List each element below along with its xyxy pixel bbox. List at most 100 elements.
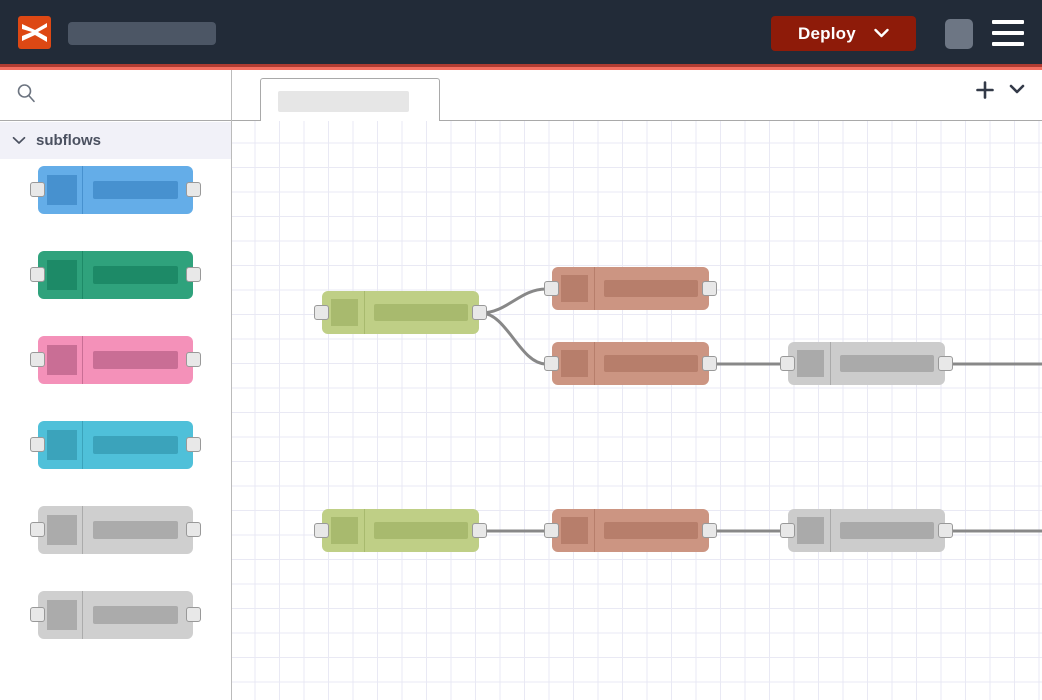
palette-node-label-placeholder: [93, 521, 178, 539]
flow-node-input-port[interactable]: [314, 305, 329, 320]
wire-green1-to-orange2[interactable]: [480, 311, 547, 366]
palette-node-5[interactable]: [30, 506, 201, 554]
flow-node-label-placeholder: [840, 355, 934, 372]
palette-node-list: [0, 166, 231, 676]
palette-node-output-port[interactable]: [186, 352, 201, 367]
palette-node-2[interactable]: [30, 251, 201, 299]
palette-node-output-port[interactable]: [186, 267, 201, 282]
plus-icon[interactable]: [976, 81, 994, 104]
palette-node-icon: [47, 260, 77, 290]
flow-node-output-port[interactable]: [702, 281, 717, 296]
palette-node-label-placeholder: [93, 436, 178, 454]
palette-node-input-port[interactable]: [30, 352, 45, 367]
flow-node-icon: [797, 350, 824, 377]
flow-tab-label-placeholder: [278, 91, 409, 112]
palette-node-output-port[interactable]: [186, 522, 201, 537]
flow-wires: [480, 287, 1042, 533]
flow-node-label-placeholder: [604, 280, 698, 297]
flow-node-input-port[interactable]: [544, 281, 559, 296]
menu-bar-2: [992, 31, 1024, 35]
flow-node-divider: [830, 342, 831, 385]
palette-node-icon: [47, 345, 77, 375]
palette-node-1[interactable]: [30, 166, 201, 214]
flow-node-output-port[interactable]: [472, 523, 487, 538]
flow-node-output-port[interactable]: [938, 523, 953, 538]
flow-node-divider: [594, 509, 595, 552]
chevron-down-icon[interactable]: [874, 25, 889, 43]
chevron-down-icon[interactable]: [12, 132, 26, 150]
palette-node-icon: [47, 515, 77, 545]
deploy-button[interactable]: Deploy: [771, 16, 916, 51]
flow-node-icon: [331, 517, 358, 544]
palette-node-input-port[interactable]: [30, 607, 45, 622]
flow-node-icon: [561, 517, 588, 544]
flow-node-orange-2[interactable]: [544, 342, 717, 385]
palette-node-label-placeholder: [93, 181, 178, 199]
palette-node-icon: [47, 430, 77, 460]
flow-node-divider: [364, 509, 365, 552]
flow-node-orange-1[interactable]: [544, 267, 717, 310]
flow-node-divider: [594, 267, 595, 310]
deploy-button-label: Deploy: [798, 23, 856, 43]
palette-node-3[interactable]: [30, 336, 201, 384]
flow-node-output-port[interactable]: [702, 523, 717, 538]
palette-node-input-port[interactable]: [30, 267, 45, 282]
flow-node-icon: [331, 299, 358, 326]
flow-tab-active[interactable]: [260, 78, 440, 122]
app-header: Deploy: [0, 0, 1042, 64]
search-icon[interactable]: [16, 83, 36, 108]
palette-node-6[interactable]: [30, 591, 201, 639]
wire-green1-to-orange1[interactable]: [480, 287, 547, 315]
menu-bar-3: [992, 42, 1024, 46]
flow-node-gray-2[interactable]: [780, 509, 953, 552]
palette-node-divider: [82, 166, 83, 214]
palette-node-input-port[interactable]: [30, 182, 45, 197]
flow-node-label-placeholder: [604, 522, 698, 539]
palette-node-4[interactable]: [30, 421, 201, 469]
flow-node-input-port[interactable]: [544, 356, 559, 371]
palette-node-output-port[interactable]: [186, 437, 201, 452]
flow-node-divider: [830, 509, 831, 552]
flow-node-label-placeholder: [374, 522, 468, 539]
user-avatar-icon[interactable]: [945, 19, 973, 49]
palette-node-divider: [82, 336, 83, 384]
palette-node-divider: [82, 506, 83, 554]
flow-node-green-1[interactable]: [314, 291, 487, 334]
palette-node-label-placeholder: [93, 351, 178, 369]
header-accent-dark: [0, 64, 1042, 67]
flow-node-orange-3[interactable]: [544, 509, 717, 552]
flow-node-divider: [364, 291, 365, 334]
palette-node-divider: [82, 421, 83, 469]
flow-node-gray-1[interactable]: [780, 342, 953, 385]
flow-node-green-2[interactable]: [314, 509, 487, 552]
palette-node-input-port[interactable]: [30, 522, 45, 537]
palette-search-bar[interactable]: [0, 70, 231, 121]
app-title-placeholder: [68, 22, 216, 45]
hamburger-menu-icon[interactable]: [992, 20, 1024, 46]
flow-node-output-port[interactable]: [472, 305, 487, 320]
flow-canvas[interactable]: [232, 121, 1042, 700]
palette-node-label-placeholder: [93, 266, 178, 284]
palette-node-output-port[interactable]: [186, 182, 201, 197]
flow-node-input-port[interactable]: [780, 523, 795, 538]
menu-bar-1: [992, 20, 1024, 24]
palette-category-subflows[interactable]: subflows: [0, 122, 231, 159]
flow-node-label-placeholder: [840, 522, 934, 539]
flow-node-input-port[interactable]: [314, 523, 329, 538]
chevron-down-icon[interactable]: [1008, 82, 1026, 101]
flow-node-icon: [561, 275, 588, 302]
header-accent-light: [0, 67, 1042, 70]
palette-node-label-placeholder: [93, 606, 178, 624]
flow-node-input-port[interactable]: [780, 356, 795, 371]
flow-node-output-port[interactable]: [702, 356, 717, 371]
flow-tab-bar: [232, 70, 1042, 122]
palette-sidebar: subflows: [0, 70, 232, 700]
palette-node-input-port[interactable]: [30, 437, 45, 452]
node-red-logo-icon: [18, 16, 51, 49]
flow-node-input-port[interactable]: [544, 523, 559, 538]
palette-node-icon: [47, 175, 77, 205]
workspace: [232, 70, 1042, 700]
palette-node-output-port[interactable]: [186, 607, 201, 622]
flow-node-output-port[interactable]: [938, 356, 953, 371]
